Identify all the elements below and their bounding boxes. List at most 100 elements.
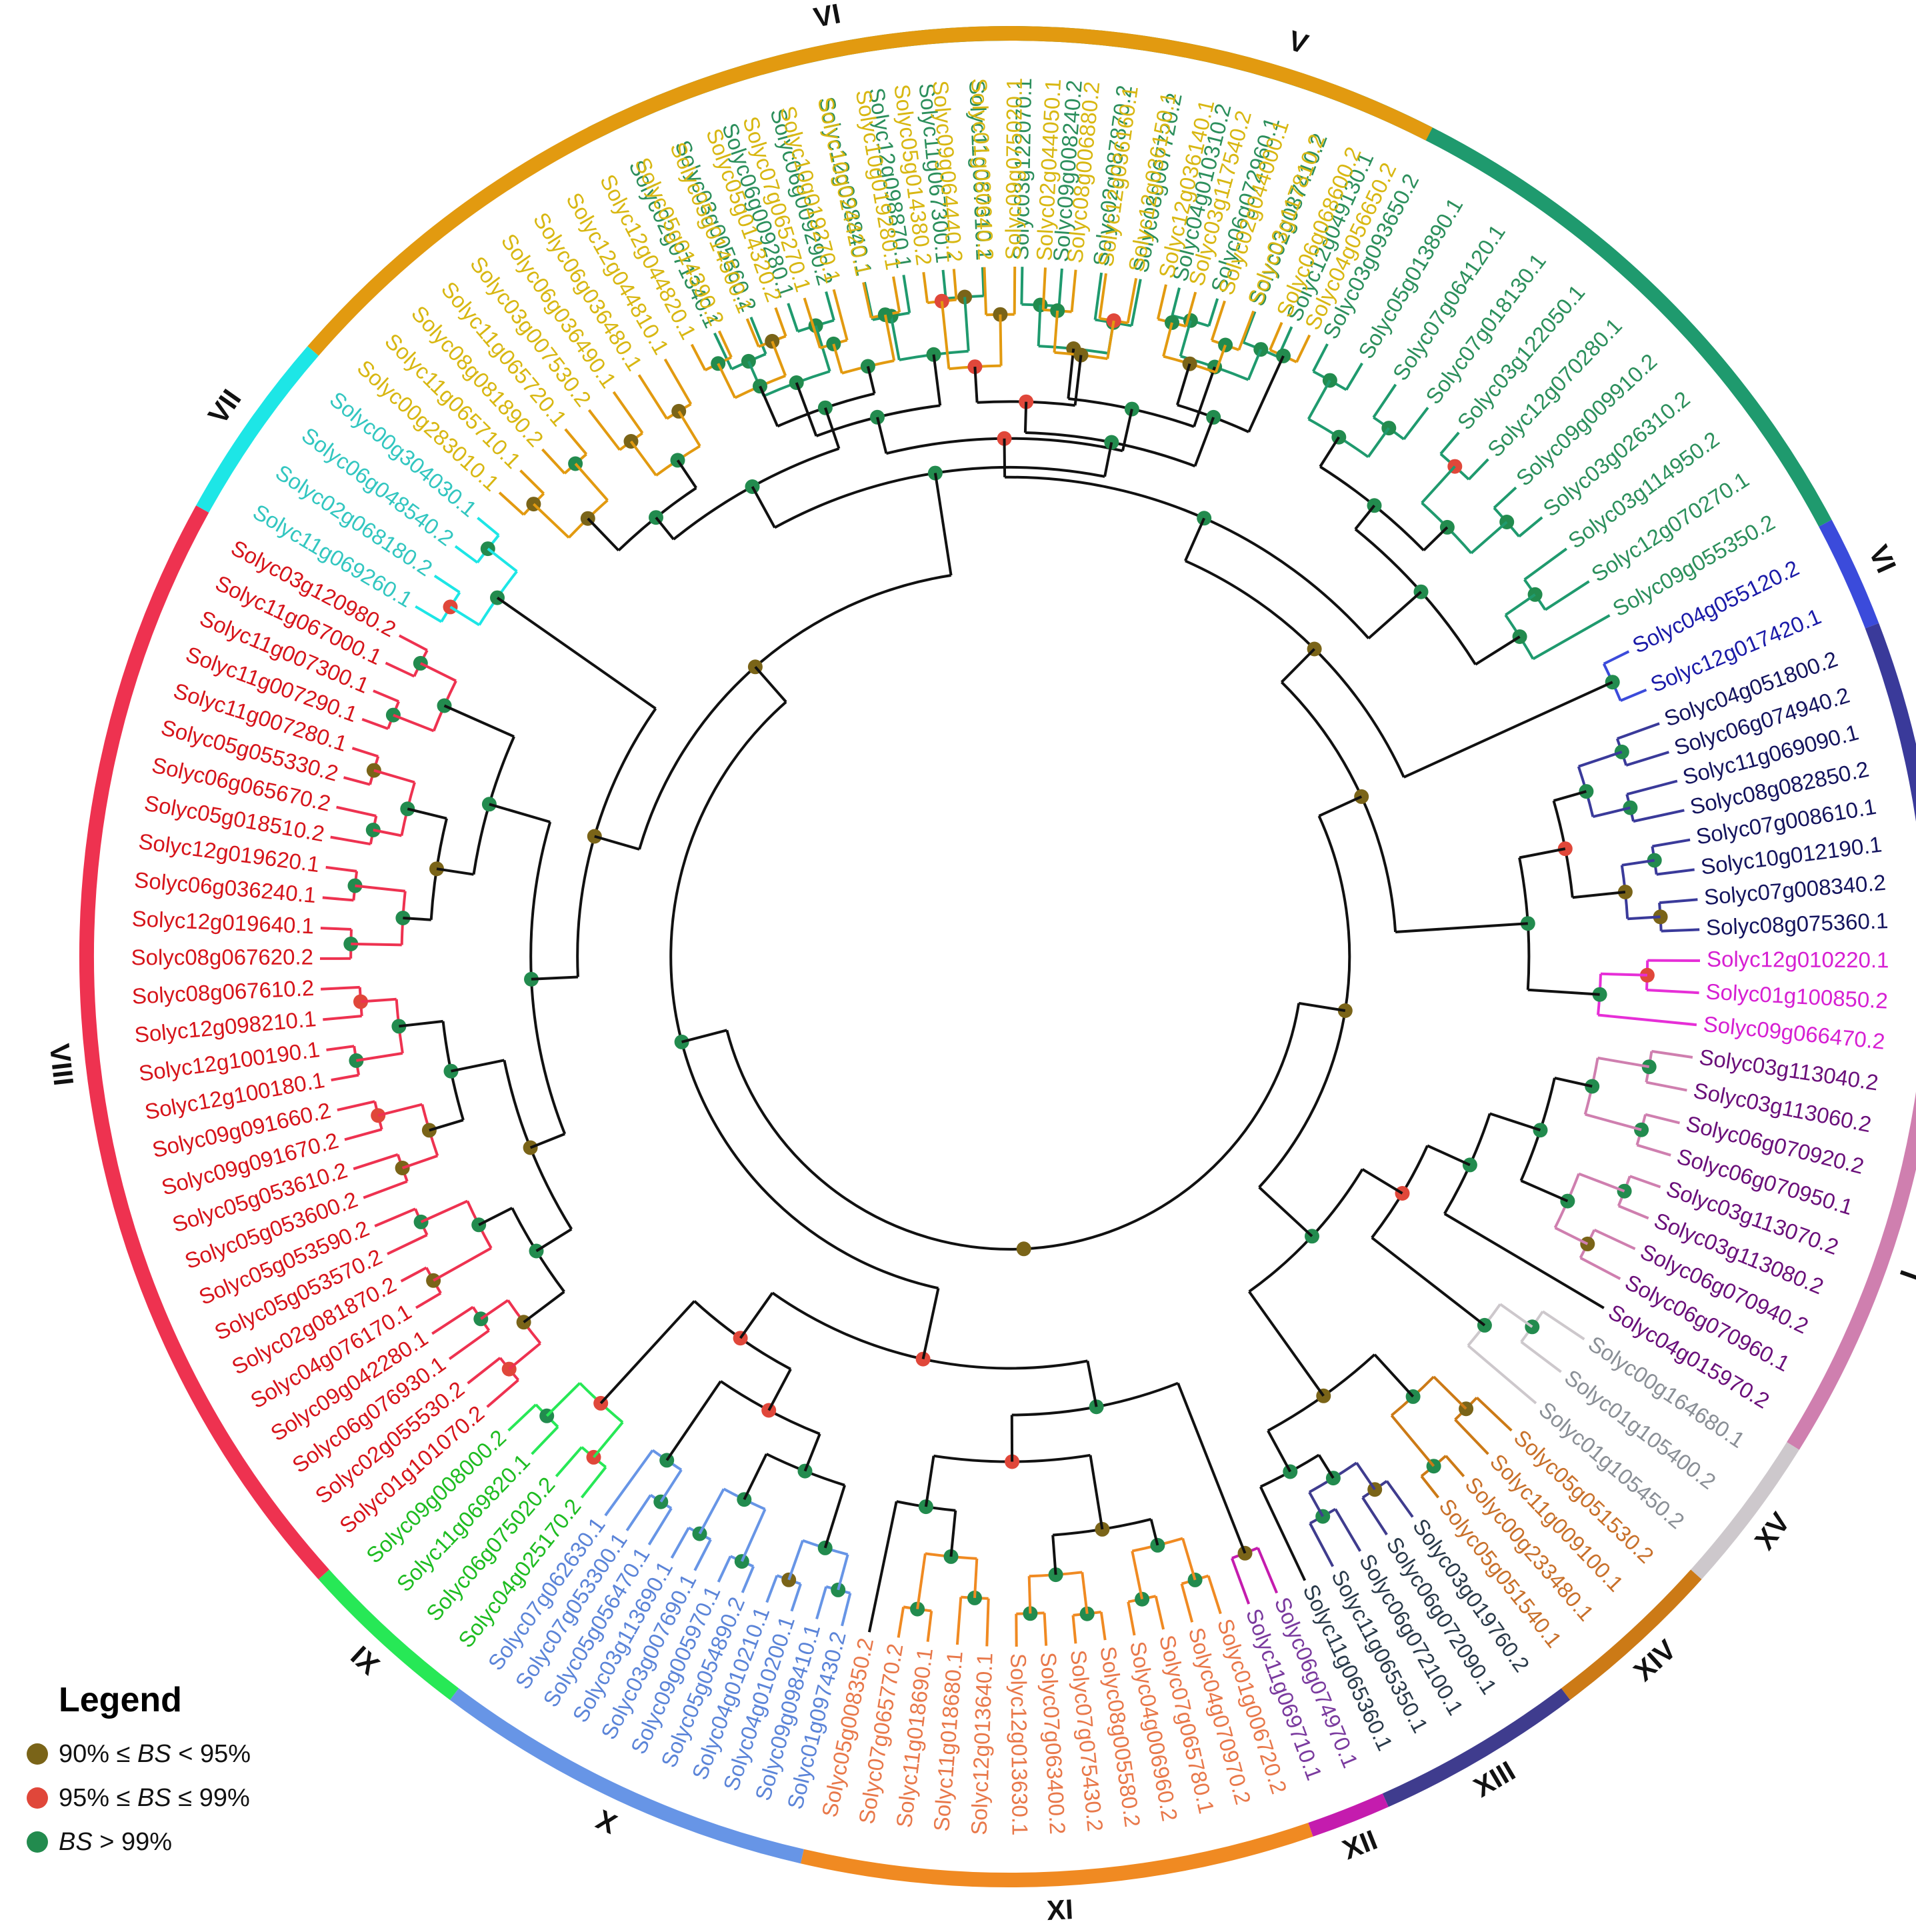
leaf-label: Solyc08g067610.2 bbox=[131, 975, 315, 1009]
legend-title: Legend bbox=[59, 1681, 182, 1719]
clade-ring-segment bbox=[1787, 1091, 1916, 1450]
branch bbox=[1646, 989, 1699, 995]
branch bbox=[1334, 1508, 1362, 1552]
clade-label: IX bbox=[345, 1640, 385, 1681]
branch bbox=[1089, 1455, 1104, 1530]
branch bbox=[949, 1510, 957, 1557]
branch bbox=[1037, 305, 1042, 347]
branch bbox=[1149, 1519, 1159, 1546]
branch bbox=[1499, 1303, 1533, 1328]
branch bbox=[815, 1586, 828, 1620]
branch bbox=[1572, 891, 1626, 899]
branch bbox=[1185, 291, 1197, 327]
branch bbox=[1636, 1143, 1671, 1157]
branch bbox=[478, 1207, 513, 1227]
branch bbox=[1071, 1615, 1077, 1644]
branch bbox=[1597, 1013, 1697, 1027]
branch bbox=[1193, 417, 1215, 467]
branch bbox=[926, 1611, 933, 1642]
branch bbox=[1541, 1310, 1585, 1341]
branch bbox=[1210, 300, 1227, 341]
branch bbox=[983, 267, 988, 315]
clade-ring-segment bbox=[196, 346, 319, 513]
branch bbox=[745, 318, 760, 347]
branch bbox=[1427, 1144, 1471, 1167]
clade-ring-segment bbox=[1865, 623, 1916, 822]
branch bbox=[431, 1305, 474, 1335]
branch bbox=[973, 366, 979, 403]
branch bbox=[1651, 1049, 1693, 1059]
branch bbox=[973, 1558, 979, 1599]
clade-ring bbox=[79, 26, 1916, 1887]
branch bbox=[1130, 279, 1142, 327]
branch bbox=[373, 689, 399, 703]
branch bbox=[739, 1292, 774, 1339]
branch bbox=[1617, 722, 1660, 740]
branch bbox=[1298, 1001, 1346, 1012]
clade-ring-segment bbox=[1382, 1688, 1571, 1807]
branch bbox=[1626, 779, 1678, 796]
clade-ring-segment bbox=[449, 1688, 804, 1864]
branch bbox=[1098, 273, 1107, 319]
branch bbox=[1131, 1551, 1144, 1600]
branch bbox=[1317, 1454, 1335, 1479]
branch bbox=[825, 291, 835, 321]
branch bbox=[824, 407, 841, 449]
branch bbox=[580, 1466, 607, 1499]
branch bbox=[1421, 465, 1456, 504]
branch bbox=[771, 341, 787, 377]
branch bbox=[1309, 1523, 1335, 1567]
branch bbox=[1207, 1575, 1222, 1615]
branch bbox=[1493, 486, 1517, 509]
branch bbox=[985, 1598, 990, 1647]
branch bbox=[1520, 1341, 1562, 1373]
branch bbox=[385, 661, 415, 678]
leaf-label: Solyc07g008340.2 bbox=[1703, 870, 1887, 910]
branch bbox=[604, 1449, 654, 1517]
legend-item-95-99: 95% ≤ BS ≤ 99% bbox=[27, 1779, 307, 1817]
clade-ring-segment bbox=[1691, 1442, 1799, 1580]
branch bbox=[330, 835, 371, 846]
branch bbox=[759, 385, 779, 427]
branch bbox=[1633, 809, 1685, 823]
clade-label: VI bbox=[1863, 541, 1902, 578]
branch bbox=[360, 997, 397, 1003]
branch bbox=[663, 358, 693, 405]
branch bbox=[1652, 838, 1691, 848]
branch bbox=[941, 269, 947, 299]
legend-dot-icon bbox=[27, 1787, 48, 1809]
bootstrap-node bbox=[1016, 1241, 1031, 1257]
branch bbox=[454, 545, 479, 564]
branch bbox=[1403, 681, 1613, 779]
leaf-label: Solyc11g018680.1 bbox=[929, 1650, 967, 1832]
branch bbox=[1051, 1535, 1057, 1575]
branch bbox=[1355, 1462, 1376, 1491]
branch bbox=[533, 503, 570, 539]
branch bbox=[774, 307, 787, 337]
branch bbox=[1086, 1361, 1098, 1407]
branch bbox=[1593, 1228, 1636, 1251]
branch bbox=[1597, 1056, 1650, 1069]
branch bbox=[612, 391, 644, 434]
branch bbox=[823, 1485, 847, 1549]
branch bbox=[1193, 366, 1216, 427]
branch bbox=[1443, 1212, 1605, 1309]
branch bbox=[1470, 521, 1508, 555]
branch bbox=[320, 927, 352, 931]
branch bbox=[1625, 751, 1669, 767]
branch bbox=[1390, 1414, 1435, 1467]
branch bbox=[337, 1100, 375, 1111]
branch bbox=[1527, 988, 1600, 996]
branch bbox=[743, 1453, 768, 1501]
branch bbox=[467, 1357, 501, 1385]
branch bbox=[393, 713, 435, 733]
branch bbox=[399, 1019, 443, 1028]
branch bbox=[1361, 1168, 1403, 1195]
branch bbox=[1629, 1175, 1661, 1189]
branch bbox=[803, 1433, 821, 1472]
leaf-label: Solyc09g075020.1 bbox=[1001, 77, 1027, 260]
branch bbox=[1023, 401, 1028, 433]
branch bbox=[1247, 355, 1285, 433]
clade-label: VII bbox=[202, 383, 247, 429]
branch bbox=[1592, 806, 1631, 819]
